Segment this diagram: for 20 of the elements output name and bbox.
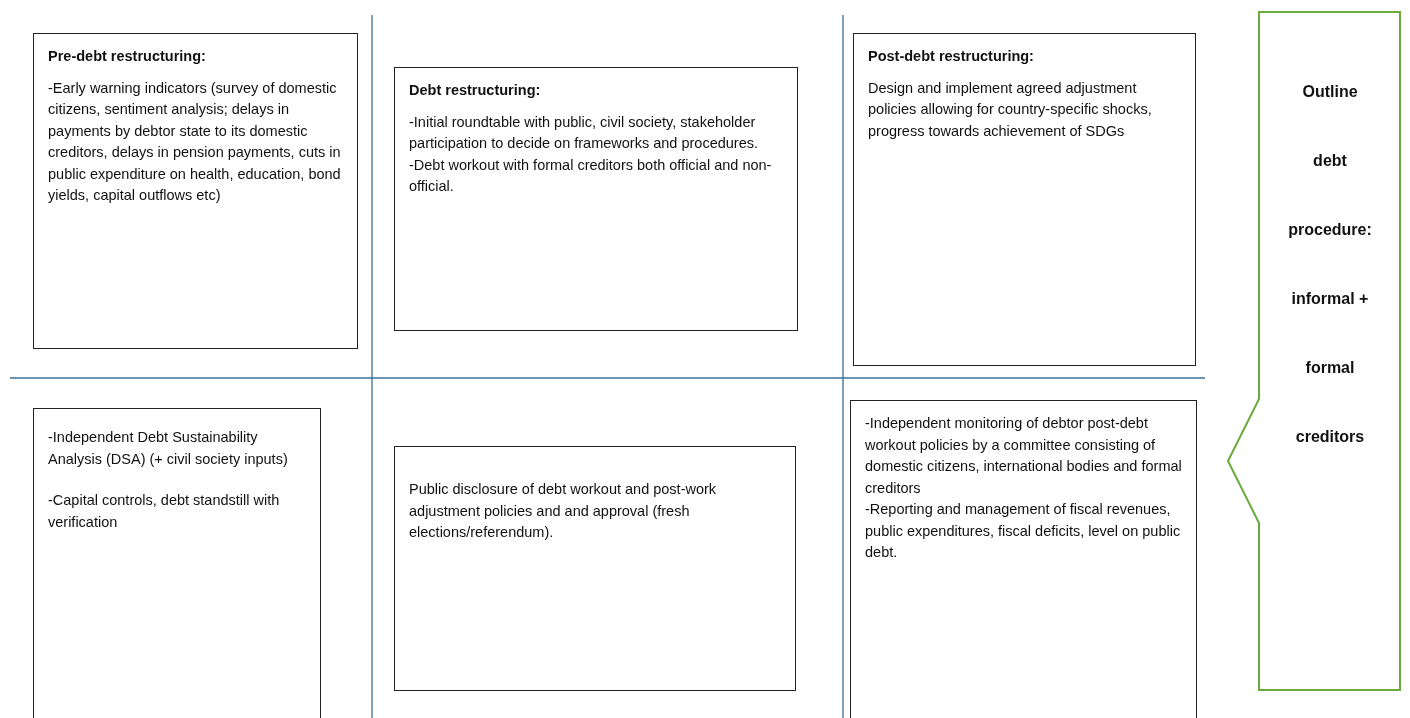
callout-text: Outline debt procedure: informal + formal creditors [1288,82,1372,447]
callout-shape [1226,11,1402,692]
box-text: -Independent Debt Sustainability Analysis (DSA) (+ civil society inputs) [48,428,289,469]
box-text: -Initial roundtable with public, civil society, stakeholder participation to decide on frameworks and procedures. [409,112,759,153]
text-box [33,33,358,349]
box-heading: Pre-debt restructuring: [48,47,206,66]
box-heading: Debt restructuring: [409,81,541,100]
box-text: Design and implement agreed adjustment policies allowing for country-specific shocks, progress towards achievement of SDGs [868,78,1153,141]
box-text: -Early warning indicators (survey of domestic citizens, sentiment analysis; delays in payments by debtor state to its domestic creditors, delays in pension payments, cuts in public expenditure on health, education, bond yields, capital outflows etc) [48,78,342,205]
text-box [853,33,1196,366]
text-box [394,446,796,691]
box-text: -Reporting and management of fiscal revenues, public expenditures, fiscal deficits, level on public debt. [865,500,1182,562]
box-text: -Capital controls, debt standstill with verification [48,491,281,532]
text-box [394,67,798,331]
box-text: Public disclosure of debt workout and post-work adjustment policies and and approval (fresh elections/referendum). [409,480,718,542]
text-box [850,400,1197,718]
text-box [33,408,321,718]
box-heading: Post-debt restructuring: [868,47,1034,66]
box-text: -Debt workout with formal creditors both official and non-official. [409,155,773,196]
box-text: -Independent monitoring of debtor post-debt workout policies by a committee consisting of domestic citizens, international bodies and formal creditors [865,414,1182,498]
